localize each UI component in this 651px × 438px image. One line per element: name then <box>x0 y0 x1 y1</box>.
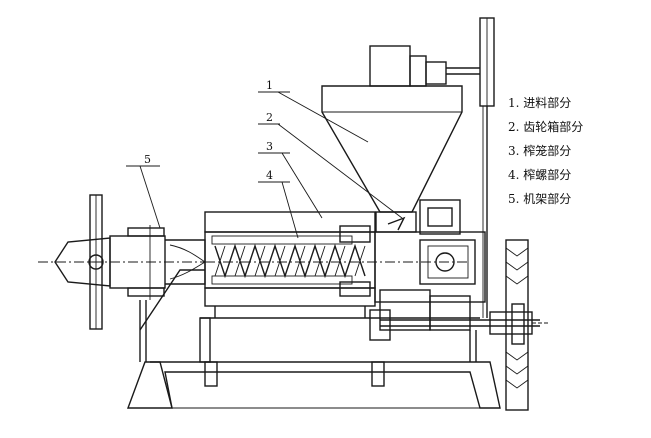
callout-2: 2 <box>266 111 273 124</box>
legend-item-2: 2. 齿轮箱部分 <box>508 119 583 134</box>
nose-cone <box>38 225 210 300</box>
callout-3: 3 <box>266 140 273 153</box>
top-drive <box>425 17 495 318</box>
callout-4: 4 <box>266 169 273 182</box>
frame <box>126 269 501 409</box>
press-cage <box>204 211 470 318</box>
legend-item-3: 3. 榨笼部分 <box>508 143 571 158</box>
hopper <box>321 45 463 233</box>
legend: 1. 进料部分 2. 齿轮箱部分 3. 榨笼部分 4. 榨螺部分 5. 机架部分 <box>508 95 583 206</box>
legend-item-1: 1. 进料部分 <box>508 95 571 110</box>
callout-1: 1 <box>266 79 273 92</box>
callout-5: 5 <box>144 153 151 166</box>
main-pulley <box>505 239 529 411</box>
gearbox <box>369 199 548 341</box>
press-screw <box>214 225 371 297</box>
leader-lines <box>126 91 403 239</box>
legend-item-4: 4. 榨螺部分 <box>508 167 571 182</box>
legend-item-5: 5. 机架部分 <box>508 191 571 206</box>
